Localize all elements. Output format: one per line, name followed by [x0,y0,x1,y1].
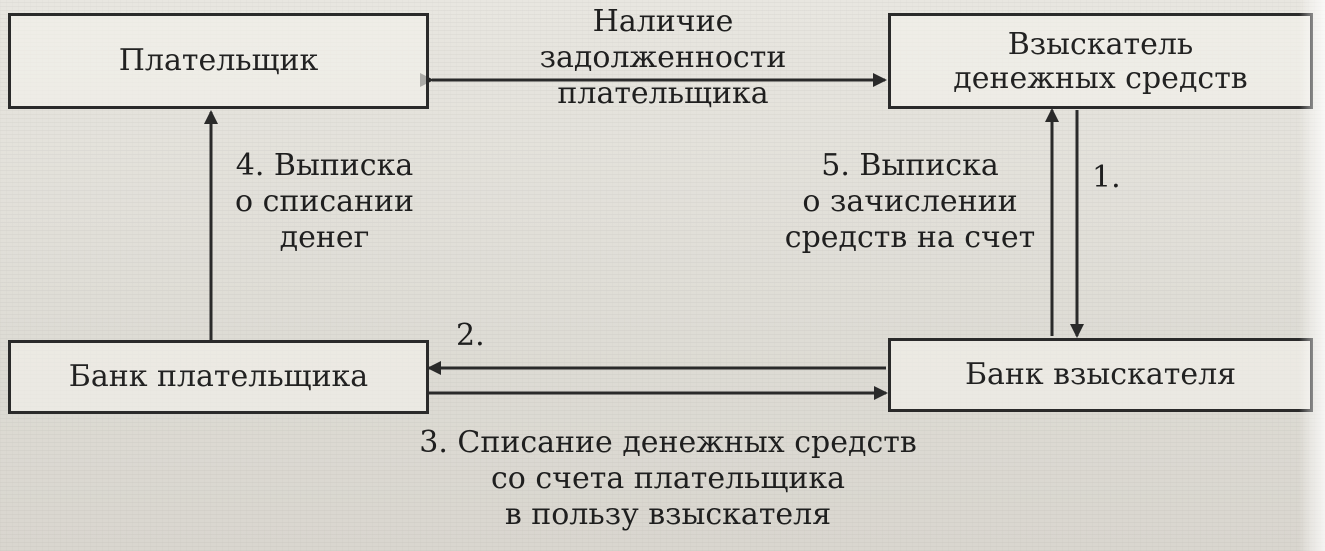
step5-label: 5. Выписка о зачислении средств на счет [784,148,1036,255]
step4-label: 4. Выписка о списании денег [234,148,415,255]
payer-bank-box: Банк плательщика [8,340,429,414]
payer-box: Плательщик [8,13,429,109]
collector-bank-label: Банк взыскателя [964,357,1237,393]
top-relation-label: Наличие задолженности плательщика [539,4,787,111]
collector-box: Взыскатель денежных средств [888,13,1313,109]
step1-label: 1. [1092,160,1121,195]
page-edge [1299,0,1325,551]
step3-label: 3. Списание денежных средств со счета пл… [419,425,917,532]
payer-label: Плательщик [118,43,319,79]
payer-bank-label: Банк плательщика [68,359,369,395]
step2-label: 2. [456,318,485,353]
collector-bank-box: Банк взыскателя [888,338,1313,412]
collector-label: Взыскатель денежных средств [953,27,1248,96]
